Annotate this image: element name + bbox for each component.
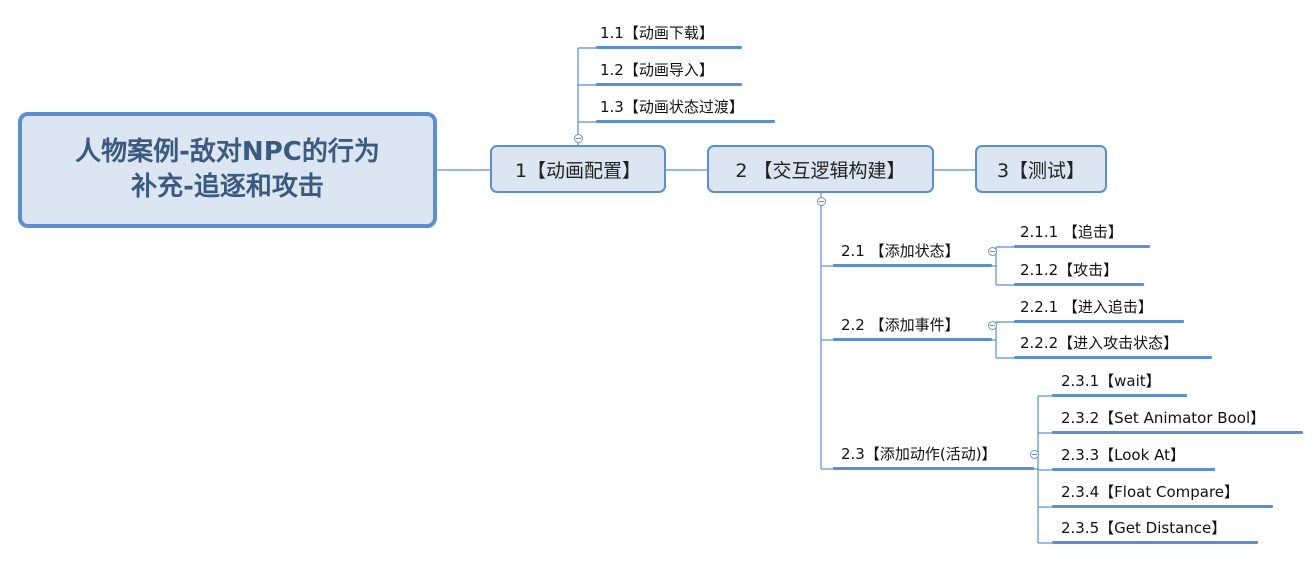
subtopic-2-1[interactable]: 2.1 【添加状态】 (833, 242, 992, 267)
topic-animation-config[interactable]: 1【动画配置】 (490, 145, 666, 193)
subtopic-2-3-4[interactable]: 2.3.4【Float Compare】 (1052, 483, 1273, 508)
subtopic-1-2[interactable]: 1.2【动画导入】 (596, 61, 742, 86)
subtopic-1-1[interactable]: 1.1【动画下载】 (596, 24, 742, 49)
topic-interaction-logic[interactable]: 2 【交互逻辑构建】 (707, 145, 934, 193)
subtopic-1-3[interactable]: 1.3【动画状态过渡】 (596, 98, 775, 123)
subtopic-2-3-1[interactable]: 2.3.1【wait】 (1052, 372, 1187, 397)
topic-test[interactable]: 3【测试】 (975, 145, 1107, 193)
collapse-toggle-icon[interactable] (988, 247, 997, 256)
root-topic[interactable]: 人物案例-敌对NPC的行为 补充-追逐和攻击 (18, 112, 437, 228)
collapse-toggle-icon[interactable] (988, 321, 997, 330)
subtopic-2-3-2[interactable]: 2.3.2【Set Animator Bool】 (1052, 409, 1303, 434)
collapse-toggle-icon[interactable] (1030, 450, 1039, 459)
collapse-toggle-icon[interactable] (574, 134, 583, 143)
subtopic-2-3-3[interactable]: 2.3.3【Look At】 (1052, 446, 1215, 471)
subtopic-2-1-1[interactable]: 2.1.1 【追击】 (1014, 223, 1150, 248)
collapse-toggle-icon[interactable] (817, 197, 826, 206)
subtopic-2-2[interactable]: 2.2 【添加事件】 (833, 316, 992, 341)
subtopic-2-3-5[interactable]: 2.3.5【Get Distance】 (1052, 519, 1258, 544)
subtopic-2-1-2[interactable]: 2.1.2【攻击】 (1014, 261, 1144, 286)
subtopic-2-2-1[interactable]: 2.2.1 【进入追击】 (1014, 298, 1184, 323)
subtopic-2-2-2[interactable]: 2.2.2【进入攻击状态】 (1014, 334, 1212, 359)
subtopic-2-3[interactable]: 2.3【添加动作(活动)】 (833, 445, 1034, 470)
